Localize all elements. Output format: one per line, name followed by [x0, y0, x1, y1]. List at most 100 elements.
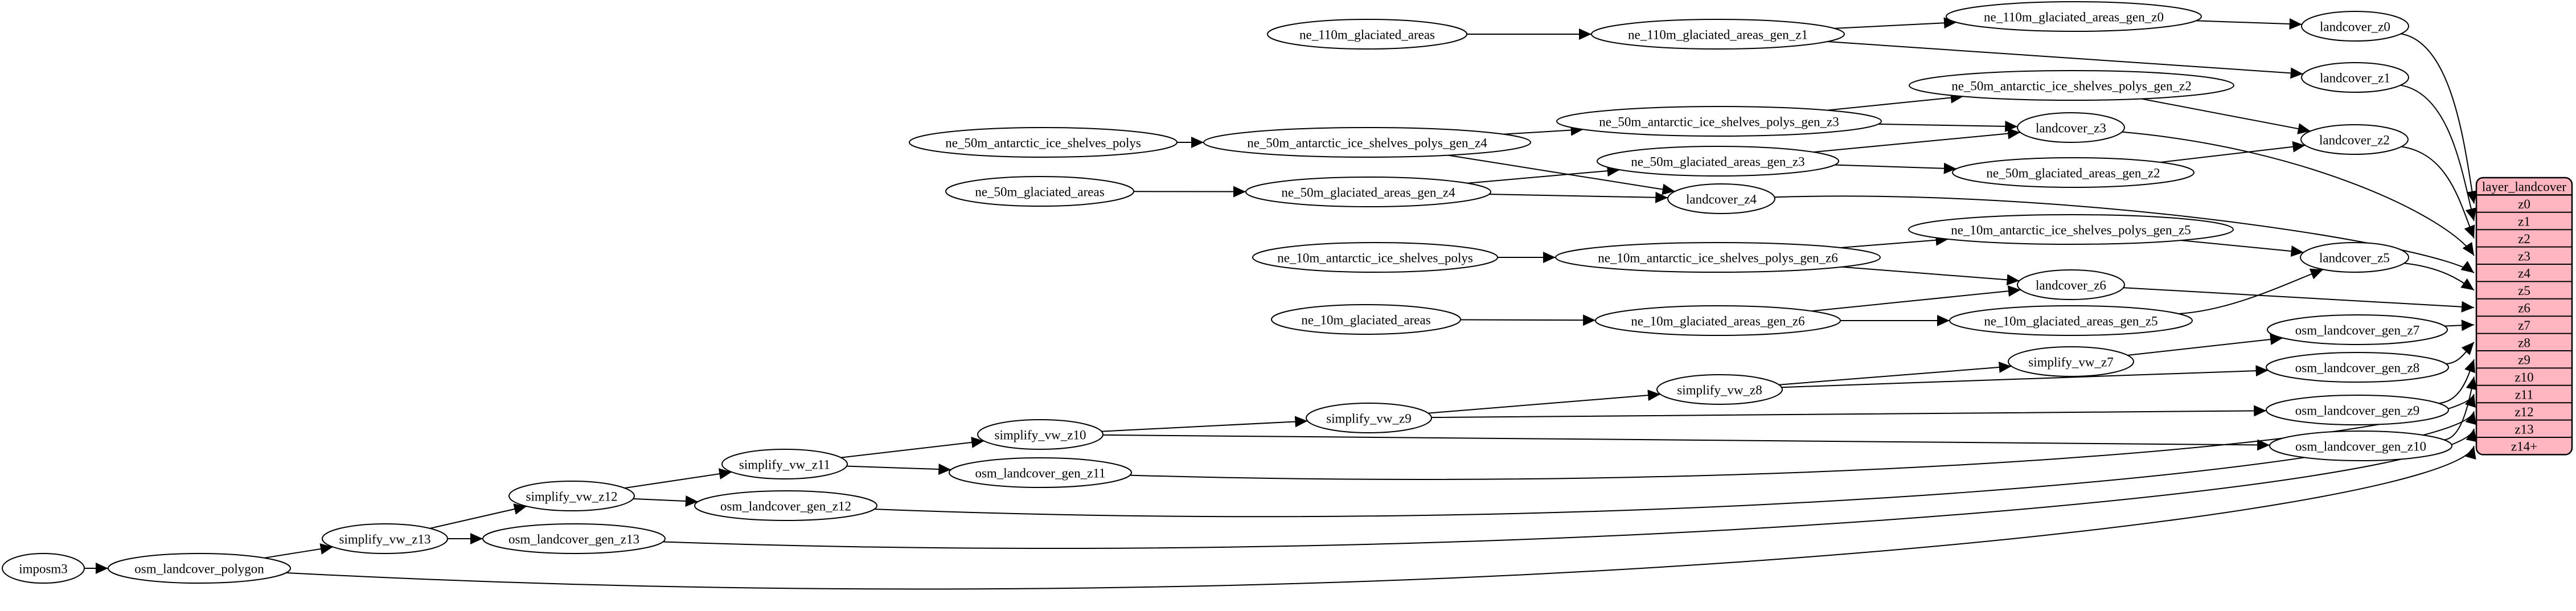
edge-simplify_vw_z11-to-simplify_vw_z10 — [840, 437, 985, 458]
node-osm_landcover_gen_z13: osm_landcover_gen_z13 — [482, 523, 666, 554]
node-label-ne_10m_glaciated_areas_gen_z5: ne_10m_glaciated_areas_gen_z5 — [1984, 314, 2157, 329]
edge-ne_10m_antarctic_ice_shelves_polys_gen_z5-to-landcover_z5 — [2181, 240, 2304, 257]
node-ne_110m_glaciated_areas_gen_z1: ne_110m_glaciated_areas_gen_z1 — [1591, 19, 1845, 50]
node-label-ne_10m_antarctic_ice_shelves_polys: ne_10m_antarctic_ice_shelves_polys — [1277, 251, 1473, 265]
node-ellipse-simplify_vw_z12 — [508, 481, 635, 511]
edge-simplify_vw_z11-to-osm_landcover_gen_z11 — [846, 464, 951, 475]
edge-ne_50m_glaciated_areas_gen_z4-to-landcover_z4 — [1489, 191, 1668, 203]
node-simplify_vw_z9: simplify_vw_z9 — [1306, 403, 1432, 433]
table-row-z2: z2 — [2518, 232, 2530, 246]
node-ellipse-simplify_vw_z7 — [2008, 346, 2134, 377]
node-ellipse-ne_110m_glaciated_areas — [1267, 19, 1467, 50]
node-label-landcover_z0: landcover_z0 — [2320, 20, 2390, 34]
node-ellipse-simplify_vw_z13 — [322, 523, 448, 554]
node-ne_50m_glaciated_areas_gen_z3: ne_50m_glaciated_areas_gen_z3 — [1597, 146, 1839, 177]
node-label-landcover_z3: landcover_z3 — [2036, 121, 2106, 136]
node-ellipse-ne_10m_antarctic_ice_shelves_polys_gen_z5 — [1908, 214, 2234, 245]
node-ellipse-simplify_vw_z11 — [721, 449, 848, 479]
node-ellipse-imposm3 — [2, 553, 85, 584]
node-label-osm_landcover_gen_z12: osm_landcover_gen_z12 — [720, 499, 851, 514]
node-ellipse-simplify_vw_z10 — [977, 419, 1104, 450]
node-label-ne_50m_glaciated_areas_gen_z2: ne_50m_glaciated_areas_gen_z2 — [1986, 166, 2160, 181]
edge-landcover_z2-to-layer_landcover-z2 — [2401, 146, 2475, 239]
node-ne_50m_antarctic_ice_shelves_polys_gen_z3: ne_50m_antarctic_ice_shelves_polys_gen_z… — [1556, 106, 1882, 137]
node-ellipse-ne_50m_glaciated_areas_gen_z3 — [1597, 146, 1839, 177]
node-label-simplify_vw_z10: simplify_vw_z10 — [995, 428, 1086, 442]
edge-landcover_z5-to-layer_landcover-z5 — [2404, 263, 2475, 291]
node-ellipse-ne_50m_antarctic_ice_shelves_polys_gen_z4 — [1203, 127, 1531, 158]
edge-ne_50m_antarctic_ice_shelves_polys_gen_z4-to-ne_50m_antarctic_ice_shelves_polys_gen_z3 — [1503, 124, 1584, 136]
node-ne_10m_antarctic_ice_shelves_polys: ne_10m_antarctic_ice_shelves_polys — [1252, 242, 1498, 273]
node-simplify_vw_z13: simplify_vw_z13 — [322, 523, 448, 554]
node-ellipse-landcover_z6 — [2017, 269, 2125, 300]
node-label-ne_50m_antarctic_ice_shelves_polys_gen_z3: ne_50m_antarctic_ice_shelves_polys_gen_z… — [1599, 115, 1839, 129]
node-label-osm_landcover_gen_z11: osm_landcover_gen_z11 — [975, 466, 1105, 481]
node-landcover_z2: landcover_z2 — [2300, 124, 2409, 155]
node-ne_50m_antarctic_ice_shelves_polys_gen_z2: ne_50m_antarctic_ice_shelves_polys_gen_z… — [1909, 70, 2234, 101]
table-row-z4: z4 — [2518, 266, 2530, 281]
node-label-ne_10m_antarctic_ice_shelves_polys_gen_z6: ne_10m_antarctic_ice_shelves_polys_gen_z… — [1598, 251, 1838, 265]
node-label-osm_landcover_gen_z9: osm_landcover_gen_z9 — [2295, 404, 2419, 418]
node-ne_50m_glaciated_areas_gen_z2: ne_50m_glaciated_areas_gen_z2 — [1952, 157, 2194, 188]
node-ellipse-ne_50m_glaciated_areas_gen_z4 — [1245, 177, 1491, 207]
node-ne_110m_glaciated_areas: ne_110m_glaciated_areas — [1267, 19, 1467, 50]
node-ne_50m_antarctic_ice_shelves_polys: ne_50m_antarctic_ice_shelves_polys — [909, 127, 1178, 158]
node-ellipse-simplify_vw_z8 — [1656, 374, 1783, 405]
node-ne_10m_glaciated_areas_gen_z6: ne_10m_glaciated_areas_gen_z6 — [1595, 305, 1841, 336]
node-label-ne_110m_glaciated_areas: ne_110m_glaciated_areas — [1299, 28, 1435, 42]
node-ellipse-ne_10m_antarctic_ice_shelves_polys — [1252, 242, 1498, 273]
node-ellipse-landcover_z1 — [2301, 62, 2409, 93]
node-label-ne_50m_antarctic_ice_shelves_polys: ne_50m_antarctic_ice_shelves_polys — [945, 136, 1141, 150]
edge-simplify_vw_z13-to-simplify_vw_z12 — [429, 503, 527, 529]
table-row-z5: z5 — [2518, 284, 2530, 298]
node-label-ne_50m_antarctic_ice_shelves_polys_gen_z2: ne_50m_antarctic_ice_shelves_polys_gen_z… — [1951, 79, 2192, 93]
table-layer_landcover: layer_landcoverz0z1z2z3z4z5z6z7z8z9z10z1… — [2475, 177, 2573, 456]
node-label-landcover_z1: landcover_z1 — [2320, 71, 2390, 85]
edge-ne_10m_glaciated_areas_gen_z5-to-landcover_z5 — [2178, 268, 2324, 314]
edge-osm_landcover_gen_z8-to-layer_landcover-z8 — [2446, 342, 2475, 364]
edge-osm_landcover_gen_z7-to-layer_landcover-z7 — [2444, 319, 2475, 331]
table-row-z7: z7 — [2518, 318, 2530, 333]
table-row-z8: z8 — [2518, 335, 2530, 350]
node-label-osm_landcover_gen_z8: osm_landcover_gen_z8 — [2295, 361, 2419, 375]
node-label-ne_50m_glaciated_areas: ne_50m_glaciated_areas — [975, 185, 1104, 199]
node-landcover_z5: landcover_z5 — [2300, 242, 2409, 273]
node-ellipse-ne_10m_antarctic_ice_shelves_polys_gen_z6 — [1555, 242, 1881, 273]
edge-osm_landcover_polygon-to-layer_landcover-z14+ — [286, 445, 2476, 590]
edge-ne_110m_glaciated_areas_gen_z0-to-landcover_z0 — [2196, 18, 2302, 30]
node-label-simplify_vw_z12: simplify_vw_z12 — [526, 490, 618, 504]
table-row-z3: z3 — [2518, 249, 2530, 263]
table-row-z14+: z14+ — [2511, 440, 2537, 454]
node-ellipse-landcover_z4 — [1667, 183, 1775, 214]
node-landcover_z4: landcover_z4 — [1667, 183, 1775, 214]
node-ellipse-ne_10m_glaciated_areas_gen_z5 — [1949, 305, 2193, 336]
node-osm_landcover_gen_z12: osm_landcover_gen_z12 — [694, 490, 877, 521]
node-ellipse-ne_50m_antarctic_ice_shelves_polys — [909, 127, 1178, 158]
edge-simplify_vw_z12-to-osm_landcover_gen_z12 — [633, 495, 698, 507]
table-row-z0: z0 — [2518, 197, 2530, 211]
node-simplify_vw_z10: simplify_vw_z10 — [977, 419, 1104, 450]
edge-osm_landcover_gen_z9-to-layer_landcover-z9 — [2438, 359, 2476, 404]
node-osm_landcover_gen_z10: osm_landcover_gen_z10 — [2269, 430, 2452, 461]
node-ellipse-ne_110m_glaciated_areas_gen_z1 — [1591, 19, 1845, 50]
node-label-simplify_vw_z13: simplify_vw_z13 — [339, 532, 431, 547]
node-simplify_vw_z11: simplify_vw_z11 — [721, 449, 848, 479]
node-label-landcover_z2: landcover_z2 — [2319, 133, 2390, 147]
edges-layer — [84, 17, 2478, 590]
edge-simplify_vw_z9-to-osm_landcover_gen_z9 — [1431, 405, 2267, 419]
node-osm_landcover_gen_z9: osm_landcover_gen_z9 — [2266, 395, 2449, 425]
node-label-simplify_vw_z9: simplify_vw_z9 — [1326, 412, 1412, 426]
node-ellipse-osm_landcover_gen_z7 — [2267, 314, 2448, 345]
edge-ne_50m_antarctic_ice_shelves_polys_gen_z3-to-landcover_z3 — [1878, 120, 2018, 132]
node-ne_10m_glaciated_areas: ne_10m_glaciated_areas — [1271, 304, 1461, 335]
node-label-landcover_z6: landcover_z6 — [2036, 278, 2106, 293]
node-ellipse-ne_10m_glaciated_areas_gen_z6 — [1595, 305, 1841, 336]
node-ne_10m_antarctic_ice_shelves_polys_gen_z6: ne_10m_antarctic_ice_shelves_polys_gen_z… — [1555, 242, 1881, 273]
edge-landcover_z3-to-layer_landcover-z3 — [2122, 131, 2475, 256]
edge-ne_50m_antarctic_ice_shelves_polys_gen_z3-to-ne_50m_antarctic_ice_shelves_polys_gen_z2 — [1827, 92, 1963, 111]
node-ellipse-ne_50m_antarctic_ice_shelves_polys_gen_z3 — [1556, 106, 1882, 137]
node-label-ne_50m_antarctic_ice_shelves_polys_gen_z4: ne_50m_antarctic_ice_shelves_polys_gen_z… — [1247, 136, 1487, 150]
node-label-ne_50m_glaciated_areas_gen_z3: ne_50m_glaciated_areas_gen_z3 — [1631, 155, 1804, 169]
node-ellipse-landcover_z3 — [2017, 112, 2125, 143]
